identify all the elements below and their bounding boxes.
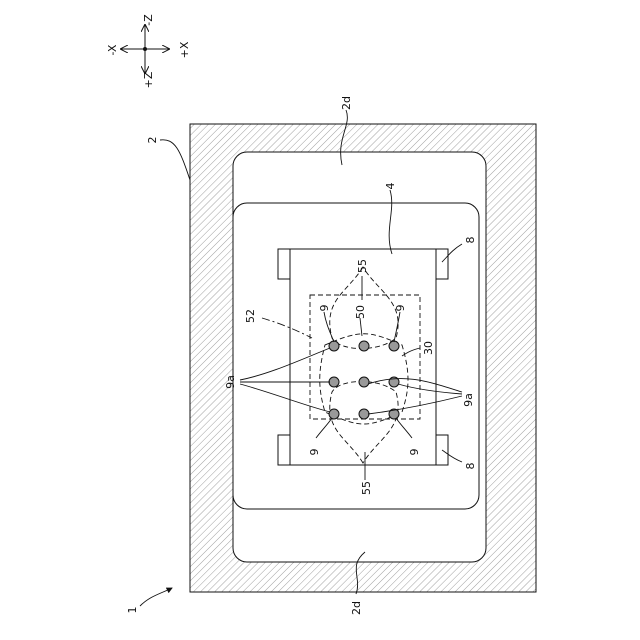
electrode-9	[329, 377, 339, 387]
label-9-bottom-left: 9	[308, 449, 321, 456]
electrode-9	[359, 409, 369, 419]
label-30: 30	[422, 341, 435, 355]
electrode-9	[359, 377, 369, 387]
label-55-bottom: 55	[360, 481, 373, 495]
axis-pos-x-label: +X	[178, 41, 191, 58]
label-9a-right: 9a	[462, 393, 475, 407]
label-2d-top: 2d	[340, 96, 353, 110]
label-55-top: 55	[356, 259, 369, 273]
axis-pos-z-label: +Z	[142, 71, 155, 88]
block-8-top-left	[278, 249, 290, 279]
block-8-top-right	[436, 249, 448, 279]
axis-indicator: -Z +Z -X +X	[106, 14, 191, 89]
label-8-top: 8	[464, 237, 477, 244]
axis-neg-x-label: -X	[106, 44, 119, 55]
label-8-bottom: 8	[464, 463, 477, 470]
label-9-top-right: 9	[394, 305, 407, 312]
label-2d-bottom: 2d	[350, 601, 363, 615]
label-52: 52	[244, 309, 257, 323]
label-9-top-left: 9	[318, 305, 331, 312]
electrode-9	[329, 341, 339, 351]
label-1: 1	[126, 607, 139, 614]
label-2: 2	[146, 137, 159, 144]
label-4: 4	[384, 183, 397, 190]
label-50: 50	[354, 305, 367, 319]
block-8-bottom-left	[278, 435, 290, 465]
axis-neg-z-label: -Z	[142, 14, 155, 26]
label-9-bottom-right: 9	[408, 449, 421, 456]
electrode-9	[329, 409, 339, 419]
label-9a-left: 9a	[224, 375, 237, 389]
electrode-9	[389, 341, 399, 351]
electrode-9	[359, 341, 369, 351]
